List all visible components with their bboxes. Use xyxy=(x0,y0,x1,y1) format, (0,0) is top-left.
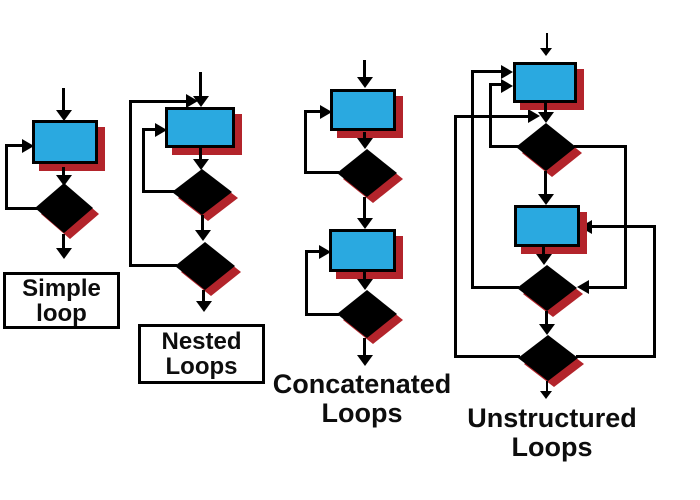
loop-d2-bottom-line xyxy=(471,286,519,289)
loop-d1-bottom-line xyxy=(489,145,519,148)
loop-d3-left-line xyxy=(454,115,457,358)
inner-loop-arrowhead xyxy=(155,123,167,137)
concatenated-loops-label: Concatenated Loops xyxy=(262,370,462,428)
loopback-arrowhead xyxy=(22,139,34,153)
box2-to-diamond2-arrowhead xyxy=(536,254,552,265)
loop1-bottom-line xyxy=(304,171,339,174)
box-to-diamond-stem xyxy=(62,167,65,177)
loop-d1-top-line xyxy=(489,83,503,86)
inner-loop-bottom-line xyxy=(142,190,175,193)
diamond1-right-line xyxy=(574,145,627,148)
right-inner-line xyxy=(624,145,627,289)
loop2-arrowhead xyxy=(319,245,331,259)
exit-arrowhead xyxy=(357,355,373,366)
box1-to-diamond1-arrowhead xyxy=(538,112,554,123)
box-to-diamond-arrowhead xyxy=(193,159,209,170)
loop-d1-to-box1-arrowhead xyxy=(501,79,513,93)
nested-loops-label-line2: Loops xyxy=(165,353,238,380)
diamond2-right-arrowhead xyxy=(577,280,589,294)
inner-loop-top-line xyxy=(142,128,157,131)
entry-arrowhead xyxy=(357,77,373,88)
process-box2 xyxy=(514,205,580,247)
exit-arrow-stem xyxy=(202,290,205,302)
simple-loop-label-line2: loop xyxy=(36,299,87,327)
outer-loop-bottom-line xyxy=(129,264,177,267)
exit-arrow-stem xyxy=(363,338,366,356)
box2-to-diamond2-stem xyxy=(363,272,366,282)
entry-arrowhead xyxy=(193,96,209,107)
diamond1-to-box2-stem xyxy=(544,171,547,197)
process-box1 xyxy=(513,62,577,103)
box2-right-line xyxy=(590,225,656,228)
simple-loop-label: Simple loop xyxy=(3,272,120,329)
box2-to-diamond2-stem xyxy=(542,247,545,257)
loop-d3-junction-arrowhead xyxy=(528,109,540,123)
diamond1-to-box2-arrowhead xyxy=(357,218,373,229)
process-box xyxy=(165,107,235,148)
loop1-left-line xyxy=(304,110,307,173)
nested-loops-label-line1: Nested xyxy=(161,328,242,355)
entry-arrow-stem xyxy=(62,88,65,112)
right-outer-line xyxy=(653,225,656,358)
outer-loop-left-line xyxy=(129,100,132,267)
process-box xyxy=(32,120,98,164)
entry-arrowhead xyxy=(56,110,72,121)
diamond-to-diamond-arrowhead xyxy=(195,230,211,241)
loop-d3-junction-line xyxy=(454,115,528,118)
box-to-diamond-arrowhead xyxy=(56,175,72,186)
outer-loop-arrowhead xyxy=(186,94,198,108)
concatenated-loops-label-line2: Loops xyxy=(321,398,403,428)
loop-d2-to-box1-arrowhead xyxy=(501,65,513,79)
exit-arrowhead xyxy=(540,391,552,399)
unstructured-loops-label-line2: Loops xyxy=(511,432,593,462)
entry-arrowhead xyxy=(540,48,552,56)
diamond3-right-line xyxy=(576,355,656,358)
exit-arrowhead xyxy=(56,248,72,259)
box1-to-diamond1-stem xyxy=(544,103,547,115)
diamond2-right-line xyxy=(587,286,627,289)
loop2-bottom-line xyxy=(305,313,339,316)
exit-arrow-stem xyxy=(62,234,65,250)
diamond1-to-box2-stem xyxy=(363,197,366,221)
diamond1-to-box2-arrowhead xyxy=(538,194,554,205)
box-to-diamond-stem xyxy=(199,148,202,161)
loop-d3-bottom-line xyxy=(454,355,520,358)
inner-loop-left-line xyxy=(142,128,145,193)
entry-arrow-stem xyxy=(546,33,548,49)
loop-d2-left-line xyxy=(471,70,474,289)
loop1-top-line xyxy=(304,110,322,113)
entry-arrow-stem xyxy=(363,60,366,79)
diamond-to-diamond-stem xyxy=(201,215,204,232)
nested-loops-label: Nested Loops xyxy=(138,324,265,384)
loopback-top-line xyxy=(5,144,25,147)
exit-arrow-stem xyxy=(546,381,548,392)
diamond2-to-diamond3-stem xyxy=(545,311,548,327)
loop2-left-line xyxy=(305,250,308,315)
box2-to-diamond2-arrowhead xyxy=(357,279,373,290)
unstructured-loops-label: Unstructured Loops xyxy=(452,404,652,462)
box1-to-diamond1-stem xyxy=(363,132,366,141)
concatenated-loops-label-line1: Concatenated xyxy=(272,369,452,399)
diamond2-to-diamond3-arrowhead xyxy=(539,324,555,335)
box1-to-diamond1-arrowhead xyxy=(357,138,373,149)
exit-arrowhead xyxy=(196,301,212,312)
loop2-top-line xyxy=(305,250,321,253)
loopback-bottom-line xyxy=(5,207,38,210)
process-box2 xyxy=(329,229,396,272)
process-box1 xyxy=(330,89,396,131)
loopback-left-line xyxy=(5,144,8,210)
simple-loop-label-line1: Simple xyxy=(22,274,101,302)
entry-arrow-stem xyxy=(199,72,202,98)
loop-d2-top-line xyxy=(471,70,502,73)
outer-loop-top-line xyxy=(129,100,187,103)
unstructured-loops-label-line1: Unstructured xyxy=(467,403,637,433)
loop1-arrowhead xyxy=(320,105,332,119)
